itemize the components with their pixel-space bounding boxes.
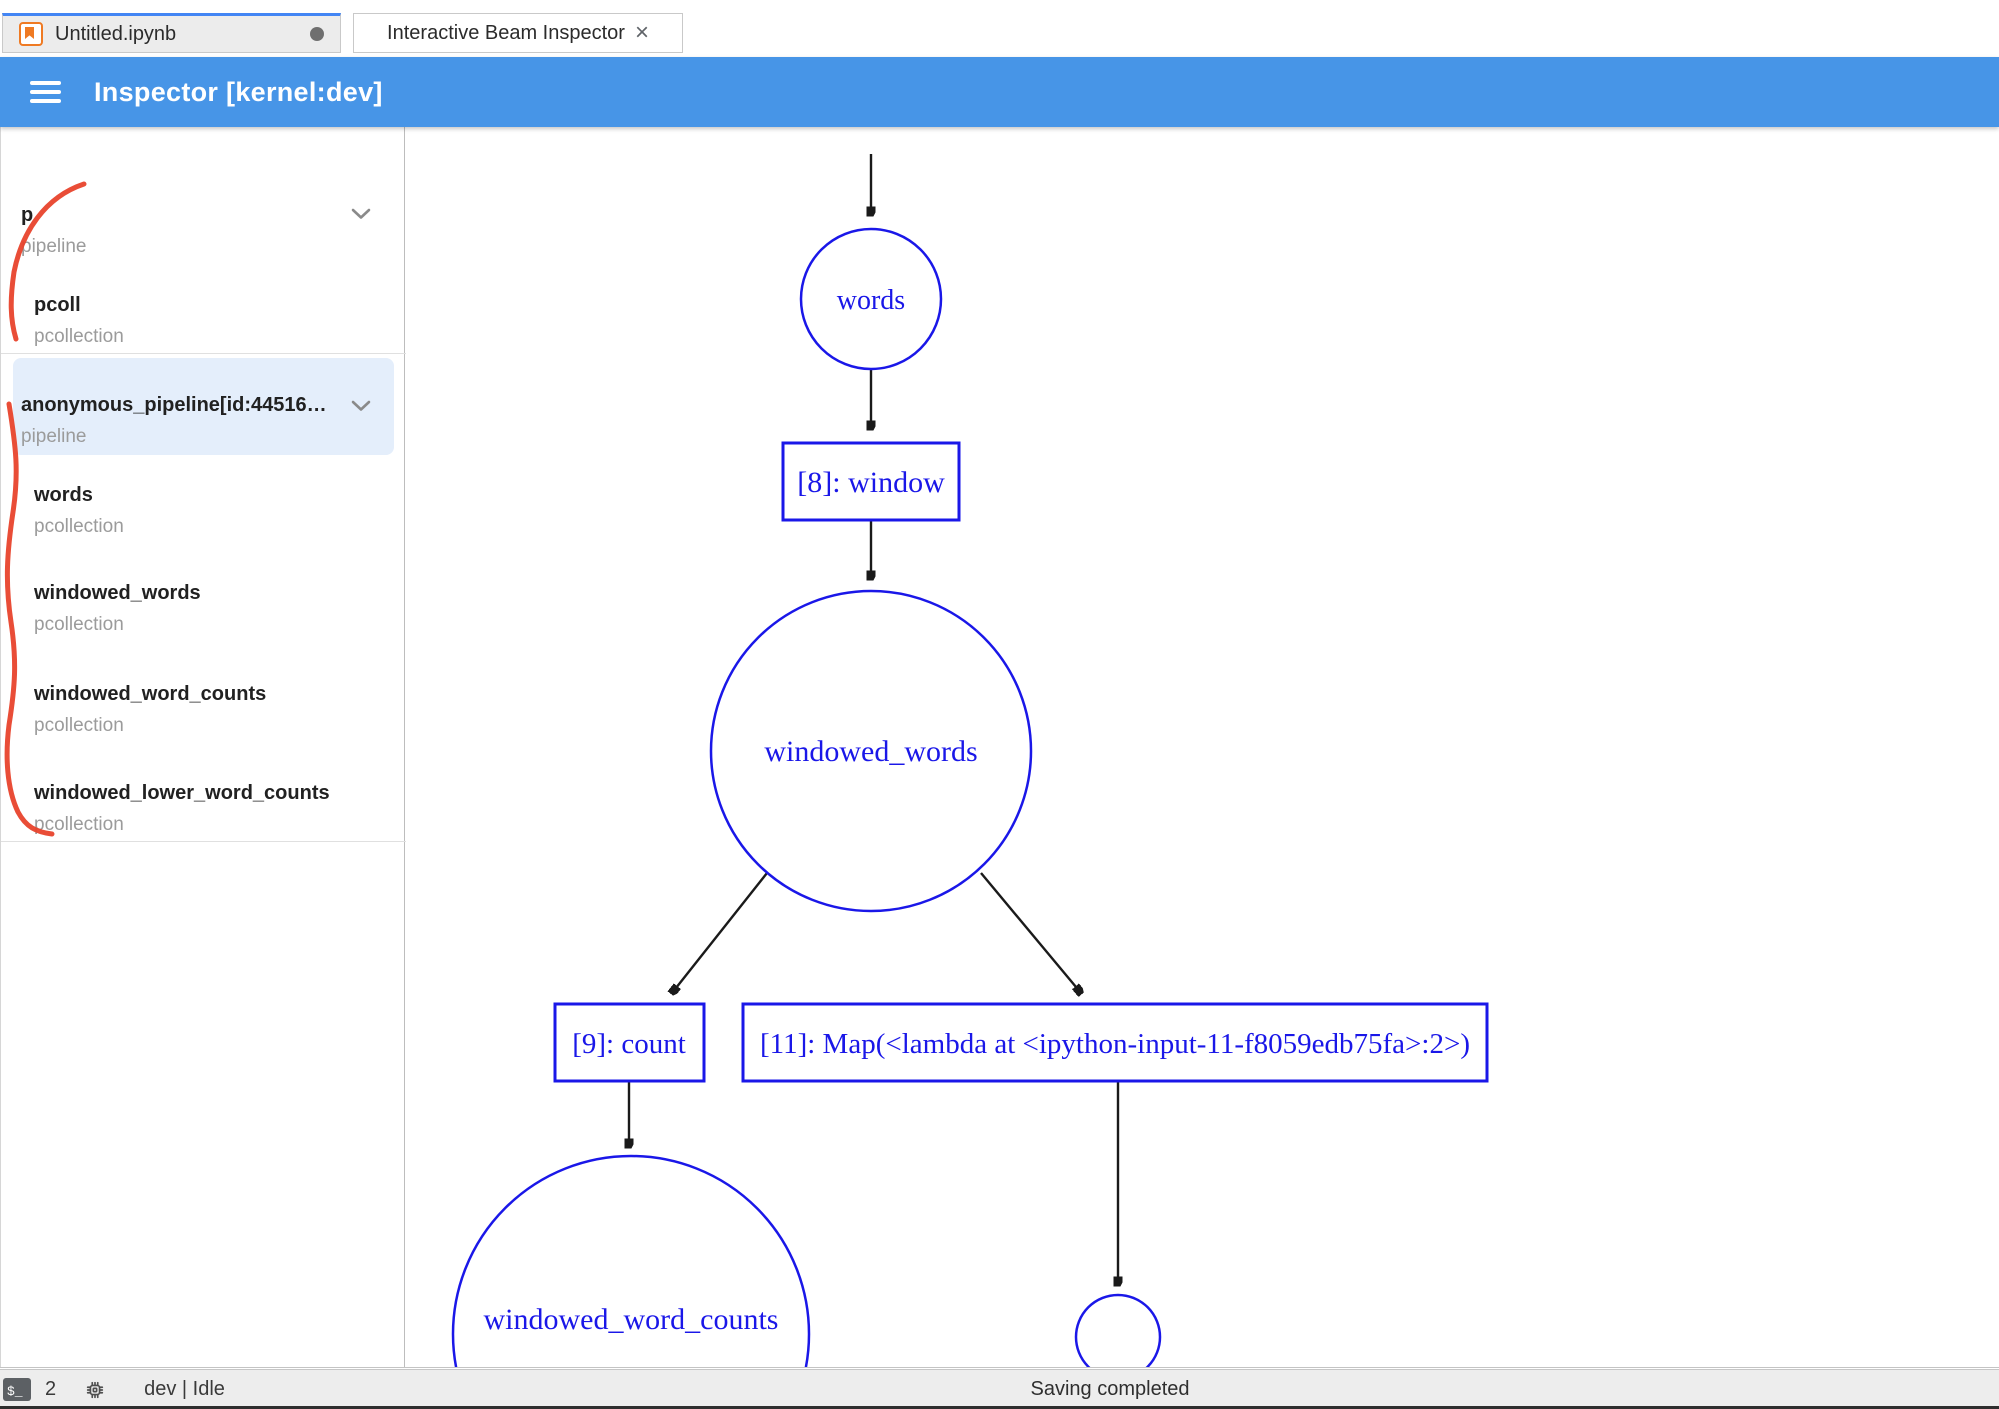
sidebar-item-windowed-lower-word-counts[interactable]: windowed_lower_word_counts pcollection [34,780,364,838]
edge-windowed-words-to-map [980,872,1081,993]
sidebar-item-words[interactable]: words pcollection [34,482,364,540]
node-windowed-word-counts-label: windowed_word_counts [484,1303,779,1336]
section-divider [1,353,406,354]
node-words-label: words [837,285,905,316]
sidebar-item-windowed-word-counts[interactable]: windowed_word_counts pcollection [34,681,364,739]
inspector-header: Inspector [kernel:dev] [0,57,1999,127]
pcollection-type: pcollection [34,516,124,537]
tab-label: Untitled.ipynb [55,22,177,45]
node-windowed-words-circle [709,589,1033,913]
status-message: Saving completed [1030,1378,1190,1400]
node-window-label: [8]: window [797,466,945,499]
terminal-glyph: $_ [7,1384,23,1399]
pcollection-name: pcoll [34,294,81,316]
notebook-icon [19,22,43,46]
close-icon[interactable]: × [634,19,649,46]
pcollection-type: pcollection [34,715,124,736]
node-window-box [781,441,961,522]
tab-beam-inspector[interactable]: Interactive Beam Inspector × [353,13,683,53]
edge-windowed-words-to-count [672,872,768,993]
pipeline-name: p [21,204,34,226]
chevron-down-icon[interactable] [351,399,371,417]
content-bottom-border [0,1367,1999,1368]
pipeline-dag-graph: words [8]: window windowed_words [9]: co… [406,127,1999,1367]
sidebar-item-pcoll[interactable]: pcoll pcollection [34,292,364,350]
pipeline-sidebar: p pipeline pcoll pcollection anonymous_p… [0,127,406,1367]
pcollection-name: windowed_lower_word_counts [34,782,330,804]
sidebar-item-anonymous-pipeline[interactable]: anonymous_pipeline[id:44516… pipeline [21,392,364,450]
pipeline-type: pipeline [21,426,87,447]
node-unlabeled-result-circle [1074,1293,1162,1367]
node-map-box [741,1002,1489,1083]
node-count-label: [9]: count [572,1028,686,1060]
node-count-box [553,1002,706,1083]
list-bottom-border [1,841,406,842]
node-words-circle [799,227,943,371]
pcollection-type: pcollection [34,614,124,635]
tab-label: Interactive Beam Inspector [387,21,625,44]
terminal-count[interactable]: 2 [45,1378,57,1400]
chevron-down-icon[interactable] [351,207,371,225]
terminal-icon[interactable]: $_ [3,1378,31,1401]
pcollection-type: pcollection [34,326,124,347]
pipeline-type: pipeline [21,236,87,257]
page-title: Inspector [kernel:dev] [94,76,383,107]
dock-tab-bar: Untitled.ipynb Interactive Beam Inspecto… [0,0,1999,57]
node-map-label: [11]: Map(<lambda at <ipython-input-11-f… [760,1028,1470,1060]
pcollection-name: windowed_word_counts [34,683,267,705]
pcollection-name: windowed_words [34,582,201,604]
sidebar-item-p[interactable]: p pipeline [21,202,364,260]
tab-untitled-notebook[interactable]: Untitled.ipynb [2,13,341,53]
node-windowed-words-label: windowed_words [764,735,977,768]
status-bar: $_ 2 dev | Idle Saving completed [0,1369,1999,1409]
pcollection-name: words [34,484,93,506]
kernel-status[interactable]: dev | Idle [144,1378,225,1400]
pcollection-type: pcollection [34,814,124,835]
menu-icon[interactable] [30,81,61,103]
unsaved-changes-dot-icon [310,27,324,41]
bug-icon[interactable] [84,1379,106,1401]
sidebar-item-windowed-words[interactable]: windowed_words pcollection [34,580,364,638]
pipeline-name: anonymous_pipeline[id:44516… [21,394,327,416]
selected-item-highlight [13,358,394,455]
node-windowed-word-counts-circle [451,1154,811,1367]
